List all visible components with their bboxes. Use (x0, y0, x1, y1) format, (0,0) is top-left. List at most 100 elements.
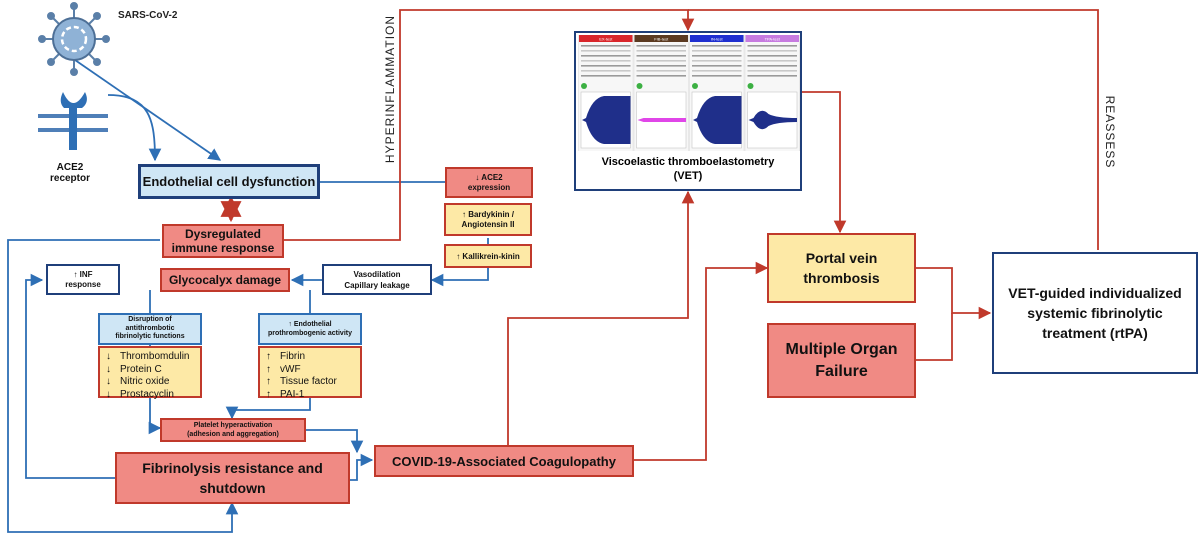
vet-panel-header (690, 35, 744, 42)
down-list-text: Nitric oxide (120, 376, 170, 387)
inf-text-1: ↑ INF (73, 269, 93, 279)
fibrinolysis-box: Fibrinolysis resistance and shutdown (115, 452, 350, 504)
vasodilation-text-1: Vasodilation (353, 269, 401, 279)
bardykinin-text-1: ↑ Bardykinin / (461, 209, 514, 219)
endothelial-activity-box: ↑ Endothelial prothrombogenic activity (258, 313, 362, 345)
vet-trace (748, 110, 797, 130)
down-list-arrow: ↓ (106, 388, 111, 400)
down-list-item: ↓Nitric oxide (106, 376, 194, 389)
cac-box: COVID-19-Associated Coagulopathy (374, 445, 634, 477)
mof-text-1: Multiple Organ (785, 340, 898, 358)
up-list-arrow: ↑ (266, 363, 271, 375)
vasodilation-box: Vasodilation Capillary leakage (322, 264, 432, 295)
portal-text-2: thrombosis (803, 270, 880, 286)
up-list-item: ↑ Tissue factor (266, 376, 354, 389)
vet-trace (693, 96, 742, 144)
bardykinin-box: ↑ Bardykinin / Angiotensin II (444, 203, 532, 236)
ace2-expression-box: ↓ ACE2 expression (445, 167, 533, 198)
dysregulated-text-2: immune response (171, 241, 275, 255)
disruption-box: Disruption of antithrombotic fibrinolyti… (98, 313, 202, 345)
down-list-arrow: ↓ (106, 351, 111, 362)
glycocalyx-box: Glycocalyx damage (160, 268, 290, 292)
reassess-label: REASSESS (1103, 95, 1117, 169)
vet-panel-header-text: EX-test (599, 37, 613, 42)
vet-panels: EX-test FIB-test IN-test TPA-test (578, 35, 800, 151)
up-regulated-list: ↑ Fibrin ↑ vWF ↑ Tissue factor ↑ PAI-1 (258, 346, 362, 400)
endothelial-dysfunction-box: Endothelial cell dysfunction (138, 164, 320, 199)
vet-panel-header-text: IN-test (711, 37, 724, 42)
down-regulated-list: ↓Thrombomdulin↓Protein C↓Nitric oxide↓Pr… (98, 346, 202, 400)
disruption-text-1: Disruption of (128, 316, 172, 324)
endothelial-activity-text-2: prothrombogenic activity (267, 330, 352, 337)
vet-guided-text-2: systemic fibrinolytic (1027, 305, 1163, 321)
platelet-text-2: (adhesion and aggregation) (187, 431, 279, 438)
vet-panel: TPA-test (745, 35, 799, 151)
vet-panel: IN-test (690, 35, 744, 151)
vet-caption: Viscoelastic thromboelastometry (VET) (576, 155, 800, 183)
vet-panel-header (579, 35, 633, 42)
check-icon (747, 83, 754, 89)
mof-text-2: Failure (815, 362, 868, 380)
inf-response-box: ↑ INF response (46, 264, 120, 295)
vet-trace (582, 96, 631, 144)
vet-caption-2: (VET) (673, 170, 703, 182)
vet-panel-header (634, 35, 688, 42)
up-list-item: ↑ Fibrin (266, 351, 354, 364)
vet-panel: EX-test (579, 35, 633, 151)
up-list-text: PAI-1 (280, 388, 305, 400)
kallikrein-box: ↑ Kallikrein-kinin (444, 244, 532, 268)
kallikrein-text: ↑ Kallikrein-kinin (456, 251, 520, 261)
down-list-item: ↓ Protein C (106, 364, 194, 377)
up-list-text: Fibrin (280, 351, 306, 362)
endothelial-activity-text-1: ↑ Endothelial (288, 321, 332, 328)
down-list-text: Protein C (120, 363, 162, 375)
platelet-box: Platelet hyperactivation (adhesion and a… (160, 418, 306, 442)
bardykinin-text-2: Angiotensin II (461, 219, 515, 229)
up-list-arrow: ↑ (266, 388, 271, 400)
inf-text-2: response (65, 279, 101, 289)
cac-text: COVID-19-Associated Coagulopathy (392, 453, 616, 469)
vet-guided-treatment-box: VET-guided individualized systemic fibri… (992, 252, 1198, 374)
vet-guided-text-3: treatment (rtPA) (1042, 325, 1148, 341)
up-list-arrow: ↑ (266, 351, 271, 362)
down-list-text: Thrombomdulin (120, 351, 190, 362)
multiple-organ-failure-box: Multiple Organ Failure (767, 323, 916, 398)
dysregulated-text-1: Dysregulated (184, 227, 262, 241)
ace2-receptor-label-line2: receptor (49, 173, 90, 184)
up-list-text: vWF (280, 363, 301, 375)
disruption-text-3: fibrinolytic functions (115, 333, 185, 341)
disruption-text-2: antithrombotic (125, 324, 175, 332)
ace2-receptor-icon (38, 92, 108, 152)
vet-guided-text-1: VET-guided individualized (1008, 285, 1182, 301)
virus-label: SARS-CoV-2 (118, 10, 178, 21)
hyperinflammation-label: HYPERINFLAMMATION (383, 14, 397, 164)
ace2-expression-text-1: ↓ ACE2 (475, 172, 503, 182)
check-icon (636, 83, 643, 89)
down-list-arrow: ↓ (106, 363, 111, 375)
fibrinolysis-text-1: Fibrinolysis resistance and (142, 460, 323, 476)
portal-vein-box: Portal vein thrombosis (767, 233, 916, 303)
fibrinolysis-text-2: shutdown (199, 480, 266, 496)
vet-panel: FIB-test (634, 35, 688, 151)
portal-text-1: Portal vein (805, 250, 878, 266)
vet-panel-header (745, 35, 799, 42)
vet-caption-1: Viscoelastic thromboelastometry (601, 156, 775, 168)
virus-icon (32, 2, 116, 76)
vet-panels-graphic: EX-test FIB-test IN-test TPA-test (579, 35, 799, 151)
vet-box: EX-test FIB-test IN-test TPA-test Viscoelas… (574, 31, 802, 191)
ace2-receptor-label: ACE2 receptor (40, 162, 100, 184)
check-icon (692, 83, 698, 89)
vet-trace (637, 118, 686, 122)
vet-panel-header-text: FIB-test (654, 37, 669, 42)
up-list-text: Tissue factor (280, 376, 337, 387)
dysregulated-immune-box: Dysregulated immune response (162, 224, 284, 258)
down-list-item: ↓ Thrombomdulin (106, 351, 194, 364)
up-list-arrow: ↑ (266, 376, 271, 387)
platelet-text-1: Platelet hyperactivation (193, 422, 273, 429)
up-list-item: ↑ PAI-1 (266, 389, 354, 402)
endothelial-dysfunction-text: Endothelial cell dysfunction (142, 174, 316, 189)
ace2-receptor-label-line1: ACE2 (56, 162, 84, 173)
glycocalyx-text: Glycocalyx damage (168, 273, 282, 287)
up-list-item: ↑ vWF (266, 364, 354, 377)
